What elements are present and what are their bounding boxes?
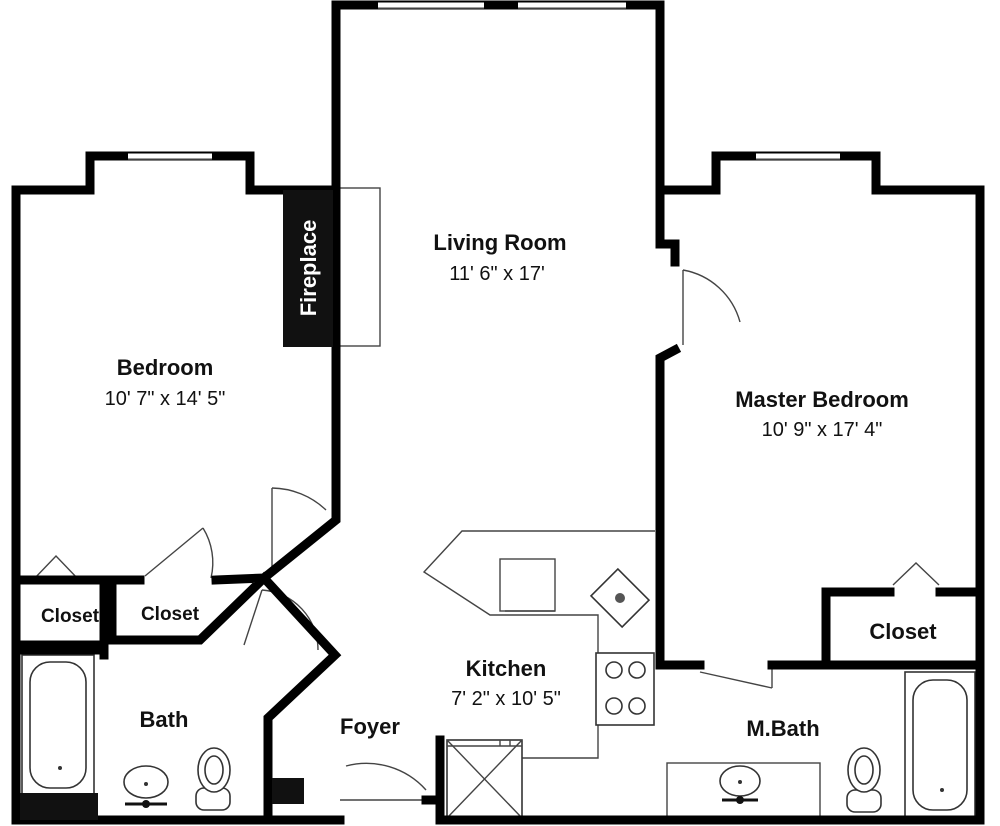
wall-master (655, 151, 985, 825)
stove (595, 652, 655, 726)
door-leaf (144, 527, 204, 577)
bath-name: Bath (140, 707, 189, 732)
bathtub-right (904, 671, 976, 818)
closet-mid-name: Closet (141, 604, 200, 625)
fireplace (283, 190, 333, 347)
wall-master-closet (655, 587, 985, 670)
bedroom-name: Bedroom (117, 355, 214, 380)
refrigerator (499, 558, 556, 612)
wall-bottom (331, 735, 665, 825)
door-arc (345, 762, 427, 791)
toilet-right (846, 747, 882, 813)
wall-living-left (257, 0, 342, 825)
toilet-left (195, 747, 231, 811)
master-bedroom-dims: 10' 9" x 17' 4" (762, 419, 883, 441)
bathtub-left (21, 654, 95, 796)
living-room-name: Living Room (433, 230, 566, 255)
closet-bifold (32, 554, 80, 581)
fireplace-label: Fireplace (296, 220, 321, 317)
wall-closets (11, 571, 271, 645)
wall-block-bath (20, 793, 98, 820)
doors (32, 269, 940, 801)
wall-living (331, 0, 682, 670)
door-arc (271, 487, 327, 511)
door-leaf (243, 589, 263, 646)
bedroom-dims: 10' 7" x 14' 5" (105, 388, 226, 410)
mbath-name: M.Bath (746, 716, 819, 741)
kitchen-sink (589, 567, 651, 629)
kitchen-counter (422, 530, 655, 759)
sink-right (719, 765, 761, 804)
door-arc (682, 269, 741, 323)
door-arc (261, 589, 319, 651)
door-arc (202, 527, 214, 579)
living-room-dims: 11' 6" x 17' (449, 263, 545, 285)
kitchen-dims: 7' 2" x 10' 5" (451, 688, 561, 710)
wall-bedroom (11, 151, 341, 825)
master-bedroom-name: Master Bedroom (735, 387, 909, 412)
closet-left-name: Closet (41, 606, 100, 627)
door-leaf (699, 671, 773, 689)
sink-left (123, 765, 169, 808)
fixtures (21, 187, 976, 820)
wall-bath (11, 640, 109, 660)
labels: Living Room 11' 6" x 17' Bedroom 10' 7" … (41, 220, 937, 741)
closet-bifold (892, 562, 940, 586)
kitchen-name: Kitchen (466, 656, 547, 681)
wall-block-foyer (272, 778, 304, 804)
closet-right-name: Closet (869, 619, 937, 644)
washer-dryer (446, 739, 523, 819)
windows (128, 2, 840, 160)
foyer-name: Foyer (340, 714, 400, 739)
